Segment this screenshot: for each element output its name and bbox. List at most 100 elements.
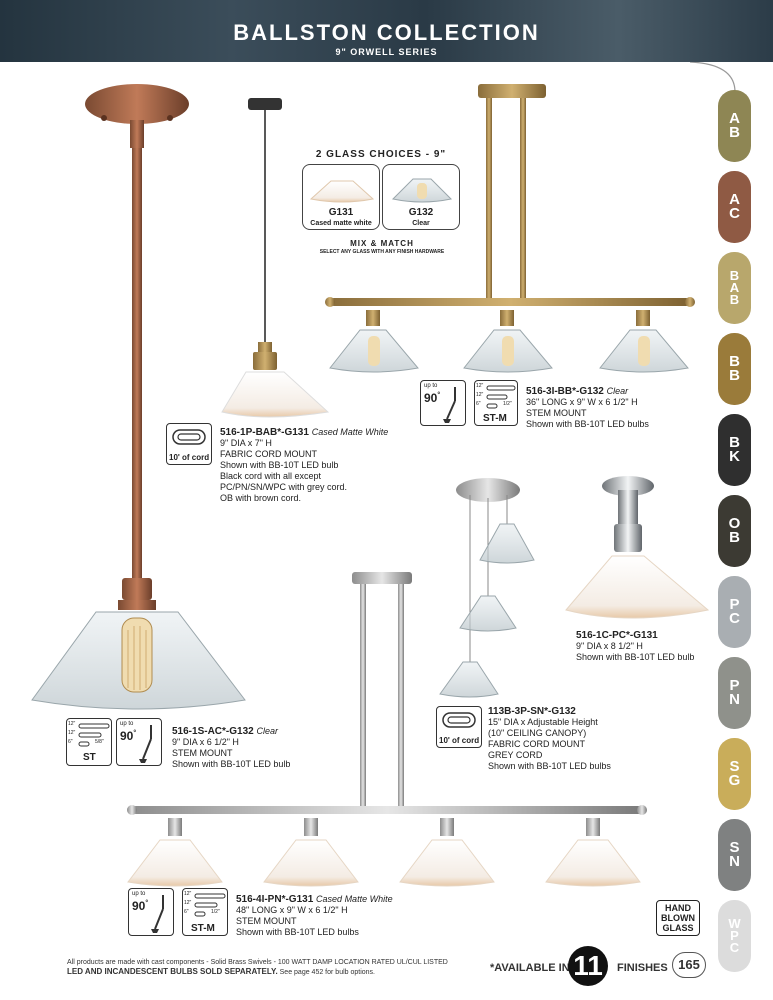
product-code: 113B-3P-SN*-G132 <box>488 706 576 717</box>
finish-count-badge: 11 <box>568 946 608 986</box>
footer-line-2: LED AND INCANDESCENT BULBS SOLD SEPARATE… <box>67 967 375 976</box>
glass-desc: Clear <box>412 220 430 227</box>
spec-line: OB with brown cord. <box>220 493 302 503</box>
finish-tab-letter: P <box>729 677 740 694</box>
spec-line: 9" DIA x 6 1/2" H <box>172 737 239 747</box>
spec-line: (10" CEILING CANOPY) <box>488 728 587 738</box>
rod-length-label: 6" <box>184 909 189 915</box>
finish-tab-letter: B <box>729 124 740 141</box>
badge-line: HAND <box>665 903 691 913</box>
spec-line: PC/PN/SN/WPC with grey cord. <box>220 482 348 492</box>
angle-label: 90° <box>120 729 137 743</box>
rod-length-label: 12" <box>68 721 76 727</box>
stem-rods-icon <box>78 723 110 747</box>
hand-blown-glass-badge: HAND BLOWN GLASS <box>656 900 700 936</box>
rod-length-label: 12" <box>476 392 484 398</box>
spec-line: FABRIC CORD MOUNT <box>488 739 586 749</box>
pendant-516-1P-BAB <box>221 98 330 418</box>
finish-tab-letter: B <box>729 529 740 546</box>
spec-line: Shown with BB-10T LED bulbs <box>526 419 649 429</box>
stem-icon-box: 12" 12" 6" 1/2" ST-M <box>474 380 518 426</box>
product-code: 516-1C-PC*-G131 <box>576 630 658 641</box>
rod-length-label: 12" <box>68 730 76 736</box>
spec-line: Shown with BB-10T LED bulbs <box>488 761 611 771</box>
cord-coil-icon <box>172 429 206 445</box>
product-516-1S: 516-1S-AC*-G132 Clear 9" DIA x 6 1/2" H … <box>172 726 352 770</box>
spec-line: STEM MOUNT <box>526 408 587 418</box>
finish-tab-letter: P <box>729 596 740 613</box>
product-516-1P: 516-1P-BAB*-G131 Cased Matte White 9" DI… <box>220 427 400 504</box>
cord-length-label: 10' of cord <box>169 453 210 462</box>
stem-rods-icon <box>194 893 226 917</box>
spec-line: Black cord with all except <box>220 471 322 481</box>
glass-choices-title: 2 GLASS CHOICES - 9" <box>315 149 447 160</box>
finish-tab-letter: W <box>728 916 741 931</box>
swivel-icon-box: up to 90° <box>116 718 162 766</box>
cord-icon-box: 10' of cord <box>436 706 482 748</box>
spec-line: 9" DIA x 8 1/2" H <box>576 641 643 651</box>
header-banner: BALLSTON COLLECTION 9" ORWELL SERIES <box>0 0 773 62</box>
glass-code: G132 <box>408 207 434 218</box>
spec-line: 48" LONG x 9" W x 6 1/2" H <box>236 905 348 915</box>
finish-tab-letter: A <box>729 191 740 208</box>
product-113B-3P: 113B-3P-SN*-G132 15" DIA x Adjustable He… <box>488 706 658 772</box>
product-516-1C: 516-1C-PC*-G131 9" DIA x 8 1/2" H Shown … <box>576 630 716 663</box>
footer-line-1: All products are made with cast componen… <box>67 959 448 966</box>
finish-tab-letter: B <box>729 434 740 451</box>
island-516-4I-PN <box>127 572 647 887</box>
stem-icon-box: 12" 12" 6" 1/2" ST-M <box>182 888 228 936</box>
glass-code: G131 <box>328 207 354 218</box>
mix-match-title: MIX & MATCH <box>350 239 414 248</box>
stem-type-label: ST-M <box>191 923 215 934</box>
finish-tab-letter: O <box>728 515 741 532</box>
swivel-angle-icon <box>443 387 456 423</box>
finish-tab-letter: B <box>729 367 740 384</box>
spec-line: Shown with BB-10T LED bulb <box>576 652 695 662</box>
rod-length-label: 1/2" <box>211 909 220 915</box>
cord-length-label: 10' of cord <box>439 736 480 745</box>
angle-label: 90° <box>132 899 149 913</box>
available-label: *AVAILABLE IN <box>490 962 570 974</box>
finish-tab-letter: C <box>729 610 740 627</box>
series-subtitle: 9" ORWELL SERIES <box>335 47 438 57</box>
finish-tab-letter: G <box>728 772 741 789</box>
rod-length-label: 12" <box>476 383 484 389</box>
finish-tab-letter: C <box>729 205 740 222</box>
clear-glass-icon <box>391 178 453 203</box>
glass-option-g131: G131 Cased matte white <box>302 164 380 230</box>
stem-icon-box: 12" 12" 6" 5/8" ST <box>66 718 112 766</box>
page-number: 165 <box>672 952 706 978</box>
finish-tab-letter: A <box>729 280 740 295</box>
swivel-icon-box: up to 90° <box>128 888 174 936</box>
finish-tab-letter: C <box>729 940 740 955</box>
white-glass-icon <box>309 180 375 203</box>
spec-line: Shown with BB-10T LED bulb <box>220 460 339 470</box>
spec-line: Shown with BB-10T LED bulb <box>172 759 291 769</box>
up-to-label: up to <box>120 721 134 727</box>
finish-tab-letter: N <box>729 691 740 708</box>
finish-tab-letter: S <box>729 839 740 856</box>
angle-label: 90° <box>424 391 441 405</box>
rod-length-label: 12" <box>184 900 192 906</box>
finish-tab-letter: S <box>729 758 740 775</box>
footer-notes: All products are made with cast componen… <box>67 958 448 977</box>
spec-line: STEM MOUNT <box>236 916 297 926</box>
finish-tab-letter: K <box>729 448 740 465</box>
finishes-label: FINISHES <box>617 962 668 974</box>
spec-line: 9" DIA x 7" H <box>220 438 272 448</box>
stem-type-label: ST-M <box>483 413 507 424</box>
mix-match-subtitle: SELECT ANY GLASS WITH ANY FINISH HARDWAR… <box>319 249 445 255</box>
rod-length-label: 12" <box>184 891 192 897</box>
spec-line: Shown with BB-10T LED bulbs <box>236 927 359 937</box>
island-516-3I-BB <box>325 84 695 373</box>
finish-tab-letter: B <box>729 268 740 283</box>
pendant-516-1S-AC <box>31 84 246 710</box>
up-to-label: up to <box>132 891 146 897</box>
